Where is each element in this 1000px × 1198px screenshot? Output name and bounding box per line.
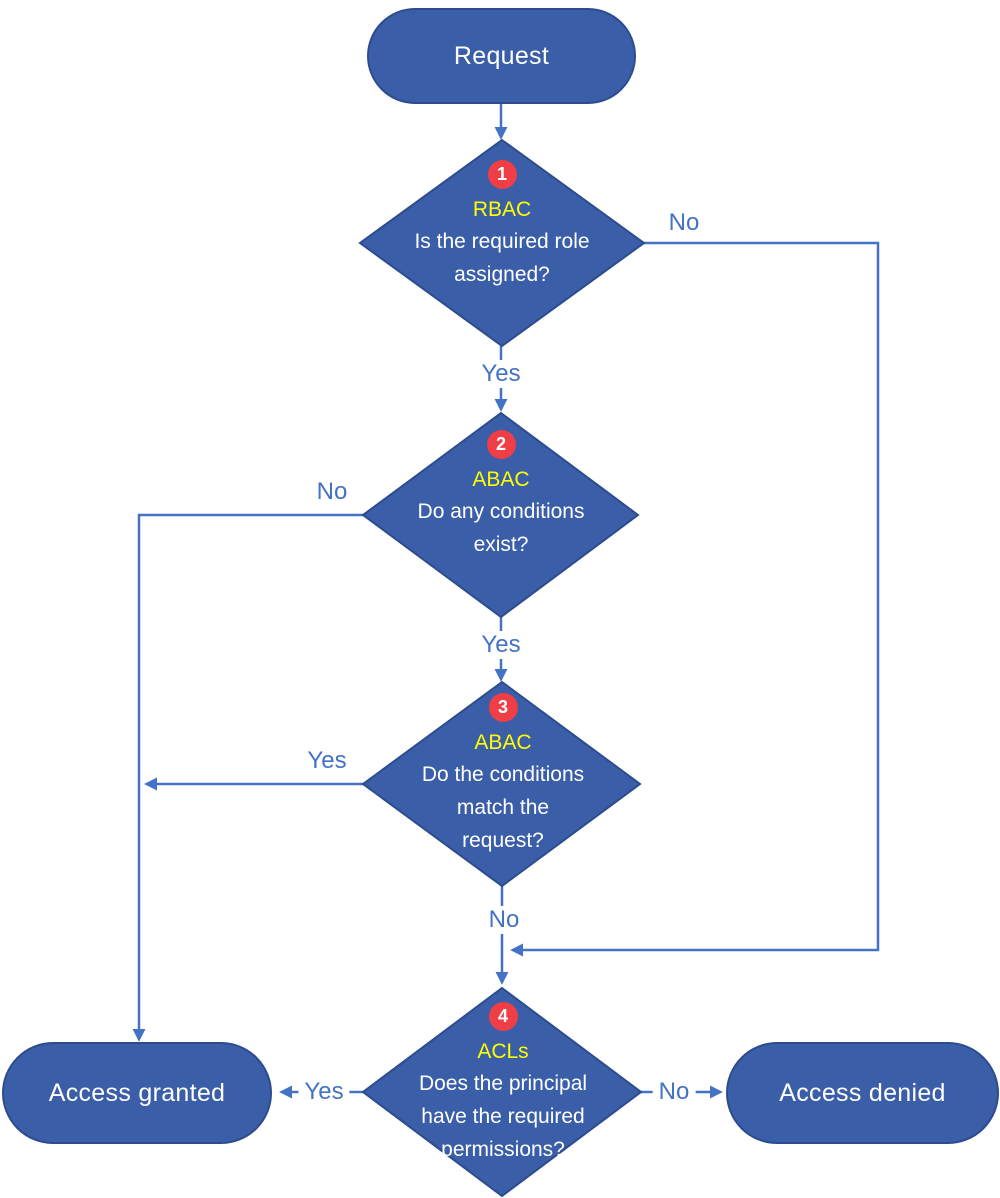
access-denied-node-shape (726, 1042, 999, 1144)
decision3-content: 3 ABAC Do the conditions match the reque… (372, 693, 634, 857)
edge-label-decision2-yes: Yes (475, 631, 527, 659)
decision2-diamond-shape (361, 411, 640, 619)
decision4-question-line2: have the required (421, 1105, 585, 1128)
decision2-content: 2 ABAC Do any conditions exist? (371, 430, 631, 561)
edge-label-decision3-no: No (482, 906, 526, 934)
decision2-number-badge: 2 (486, 430, 516, 459)
access-granted-node-shape (2, 1042, 272, 1144)
decision3-question: Do the conditions match the request? (422, 758, 584, 857)
decision3-number-badge: 3 (488, 693, 518, 722)
access-denied-node-label: Access denied (779, 1078, 946, 1107)
decision4-question: Does the principal have the required per… (419, 1067, 587, 1166)
edge-label-decision1-no: No (662, 209, 706, 237)
decision1-diamond-shape (358, 138, 646, 348)
decision1-question-line1: Is the required role (414, 230, 590, 253)
decision4-question-line3: permissions? (441, 1138, 565, 1161)
decision2-question-line1: Do any conditions (417, 500, 585, 523)
decision1-content: 1 RBAC Is the required role assigned? (372, 160, 632, 291)
decision4-question-line1: Does the principal (418, 1072, 588, 1095)
edge-label-decision3-yes: Yes (301, 747, 353, 775)
decision3-question-line3: request? (462, 829, 544, 852)
edge-decision2-no-left-rail (132, 513, 363, 1042)
access-granted-node-label: Access granted (48, 1078, 226, 1107)
decision3-topic: ABAC (474, 731, 532, 754)
decision1-question-line2: assigned? (454, 263, 550, 286)
edge-label-decision4-yes: Yes (298, 1078, 350, 1106)
decision2-question-line2: exist? (473, 533, 529, 556)
decision4-diamond-shape (361, 986, 643, 1198)
decision2-question: Do any conditions exist? (418, 495, 585, 561)
decision4-topic: ACLs (477, 1040, 529, 1063)
decision3-diamond-shape (361, 680, 642, 888)
decision1-number-badge: 1 (487, 160, 517, 189)
request-node-shape (367, 8, 636, 104)
decision2-topic: ABAC (472, 468, 530, 491)
edge-label-decision4-no: No (652, 1078, 696, 1106)
decision1-question: Is the required role assigned? (414, 225, 589, 291)
decision4-number-badge: 4 (488, 1002, 518, 1031)
edge-decision1-no-bypass (510, 241, 880, 957)
edge-label-decision2-no: No (310, 478, 354, 506)
decision3-question-line2: match the (456, 796, 550, 819)
decision1-topic: RBAC (472, 198, 532, 221)
edge-label-decision1-yes: Yes (475, 360, 527, 388)
decision3-question-line1: Do the conditions (421, 763, 585, 786)
decision4-content: 4 ACLs Does the principal have the requi… (372, 1002, 634, 1166)
request-node-label: Request (453, 41, 550, 70)
